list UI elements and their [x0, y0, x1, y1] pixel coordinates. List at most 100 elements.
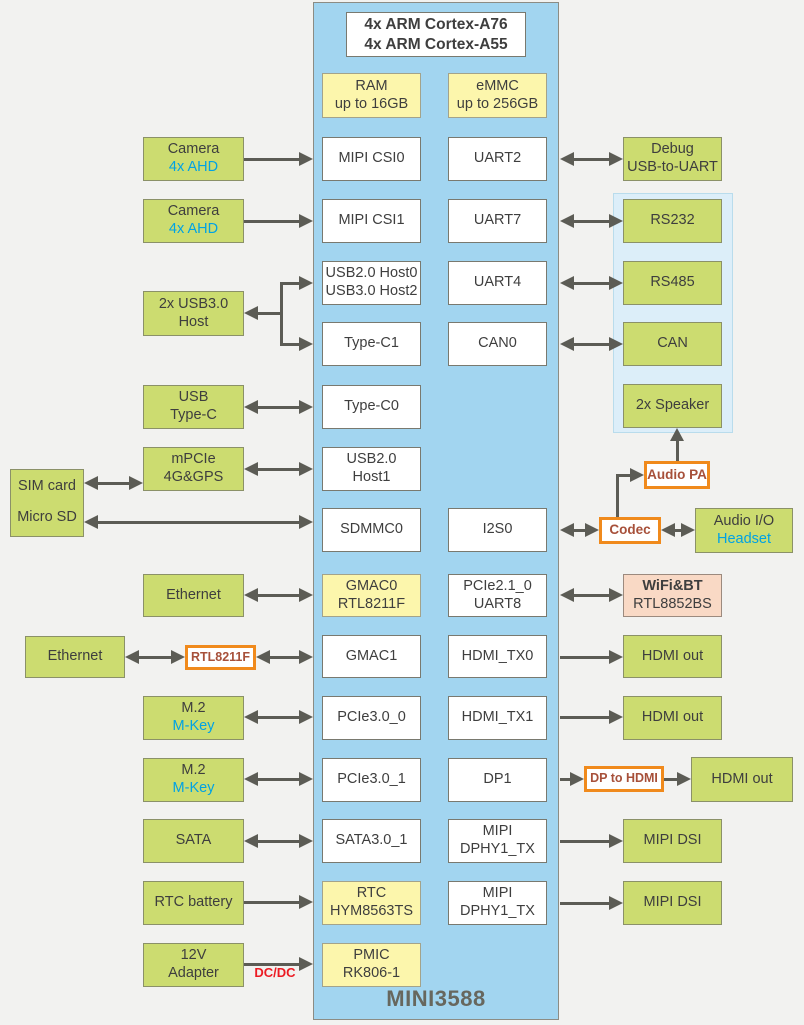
camera-ahd-2-label: Camera [167, 203, 220, 220]
hdmi-out-3-label: HDMI out [711, 770, 773, 787]
arrow-m2b-pcie30-1-segment [258, 778, 299, 781]
mipi-dphy1-tx-1-label: DPHY1_TX [460, 841, 535, 857]
arrow-usbtypec-typec0-segment [244, 400, 258, 414]
soc-title-label: MINI3588 [386, 986, 486, 1012]
camera-ahd-1-label: 4x AHD [168, 159, 219, 175]
hdmi-tx0: HDMI_TX0 [448, 635, 547, 678]
mipi-csi0: MIPI CSI0 [322, 137, 421, 181]
uart7-label: UART7 [473, 212, 522, 229]
arrow-rtcbattery-rtc-segment [244, 901, 299, 904]
arrow-rtcbattery-rtc-segment [299, 895, 313, 909]
dp-to-hdmi-chip: DP to HDMI [584, 766, 664, 792]
arrow-m2a-pcie30-0-segment [244, 710, 258, 724]
ram-block-label: up to 16GB [334, 95, 409, 112]
arrow-camera2-to-mipicsi1-segment [244, 220, 299, 223]
arrow-usb3host-fork-segment [281, 282, 299, 285]
pmic-chip-label: RK806-1 [342, 965, 401, 981]
can0: CAN0 [448, 322, 547, 366]
mpcie-4g-gps-label: mPCIe [171, 451, 216, 468]
audio-io-headset-label: Headset [716, 530, 771, 547]
mipi-csi1: MIPI CSI1 [322, 199, 421, 243]
arrow-usb3host-fork-segment [299, 337, 313, 351]
arrow-camera1-to-mipicsi0-segment [244, 158, 299, 161]
arrow-pcie21-wifibt-segment [574, 594, 609, 597]
arrow-hdmitx1-out-segment [609, 710, 623, 724]
arrow-hdmitx0-out-segment [560, 656, 609, 659]
mipi-dsi-1: MIPI DSI [623, 819, 722, 863]
arrow-usbtypec-typec0-segment [299, 400, 313, 414]
arrow-can0-can-segment [609, 337, 623, 351]
gmac1-label: GMAC1 [345, 647, 398, 664]
arrow-uart2-debug-segment [574, 158, 609, 161]
sdmmc0-label: SDMMC0 [340, 521, 403, 538]
pmic-chip-label: PMIC [353, 947, 390, 964]
can-label: CAN [657, 335, 688, 352]
arrow-pcie21-wifibt-segment [609, 588, 623, 602]
usb2-host1-label: USB2.0 [346, 451, 397, 468]
arrow-camera2-to-mipicsi1-segment [299, 214, 313, 228]
dp-to-hdmi-chip-label: DP to HDMI [590, 771, 658, 786]
speaker-2x-label: 2x Speaker [635, 397, 710, 414]
usb3-host-label: Host [178, 313, 209, 330]
pcie21-uart8-label: UART8 [473, 595, 522, 612]
rs232-label: RS232 [650, 212, 695, 229]
rtc-battery: RTC battery [143, 881, 244, 925]
arrow-i2s0-codec-segment [560, 523, 574, 537]
rtc-battery-label: RTC battery [154, 894, 233, 911]
arrow-codec-audiopa-segment [630, 468, 644, 482]
arrow-m2b-pcie30-1-segment [299, 772, 313, 786]
arrow-simcard-mpcie-segment [84, 476, 98, 490]
uart2-label: UART2 [473, 150, 522, 167]
arrow-mpcie-usb2host1-segment [258, 468, 299, 471]
arrow-codec-audiopa-segment [616, 474, 630, 477]
sata-port: SATA [143, 819, 244, 863]
arrow-usb3host-fork-segment [280, 282, 283, 346]
hdmi-tx0-label: HDMI_TX0 [461, 647, 534, 664]
usb3-host-label: 2x USB3.0 [158, 295, 229, 312]
codec-chip-label: Codec [609, 522, 651, 538]
rtc-chip-label: RTC [356, 885, 387, 902]
sdmmc0: SDMMC0 [322, 508, 421, 552]
dp1-label: DP1 [483, 771, 512, 788]
emmc-block-label: eMMC [476, 77, 519, 94]
arrow-microsd-sdmmc0-segment [98, 521, 299, 524]
arrow-12v-pmic-segment [244, 963, 299, 966]
arrow-uart2-debug-segment [560, 152, 574, 166]
arrow-hdmitx1-out-segment [560, 716, 609, 719]
wifi-bt-rtl8852bs-label: WiFi&BT [642, 577, 703, 594]
dp1: DP1 [448, 758, 547, 802]
arrow-codec-audioio-segment [675, 529, 681, 532]
arrow-hdmitx0-out-segment [609, 650, 623, 664]
mipi-csi1-label: MIPI CSI1 [338, 212, 405, 229]
ethernet-1-label: Ethernet [166, 586, 221, 603]
uart2: UART2 [448, 137, 547, 181]
usb-type-c-label: USB [178, 389, 209, 406]
arrow-uart7-rs232-segment [609, 214, 623, 228]
arrow-can0-can-segment [574, 343, 609, 346]
arrow-usb3host-fork-segment [299, 276, 313, 290]
ethernet-2: Ethernet [25, 636, 125, 678]
arrow-usb3host-fork-segment [258, 312, 281, 315]
arrow-usb3host-fork-segment [281, 343, 299, 346]
emmc-block-label: up to 256GB [456, 95, 539, 112]
dcdc-label-label: DC/DC [254, 964, 296, 980]
arrow-uart4-rs485-segment [560, 276, 574, 290]
mipi-dsi-1-label: MIPI DSI [643, 832, 702, 849]
rtl8211f-chip-label: RTL8211F [190, 649, 251, 664]
ethernet-1: Ethernet [143, 574, 244, 617]
usb-hosts-label: USB3.0 Host2 [325, 283, 418, 299]
pcie30-1-label: PCIe3.0_1 [337, 771, 406, 788]
arrow-simcard-mpcie-segment [129, 476, 143, 490]
rs232: RS232 [623, 199, 722, 243]
arrow-camera1-to-mipicsi0-segment [299, 152, 313, 166]
